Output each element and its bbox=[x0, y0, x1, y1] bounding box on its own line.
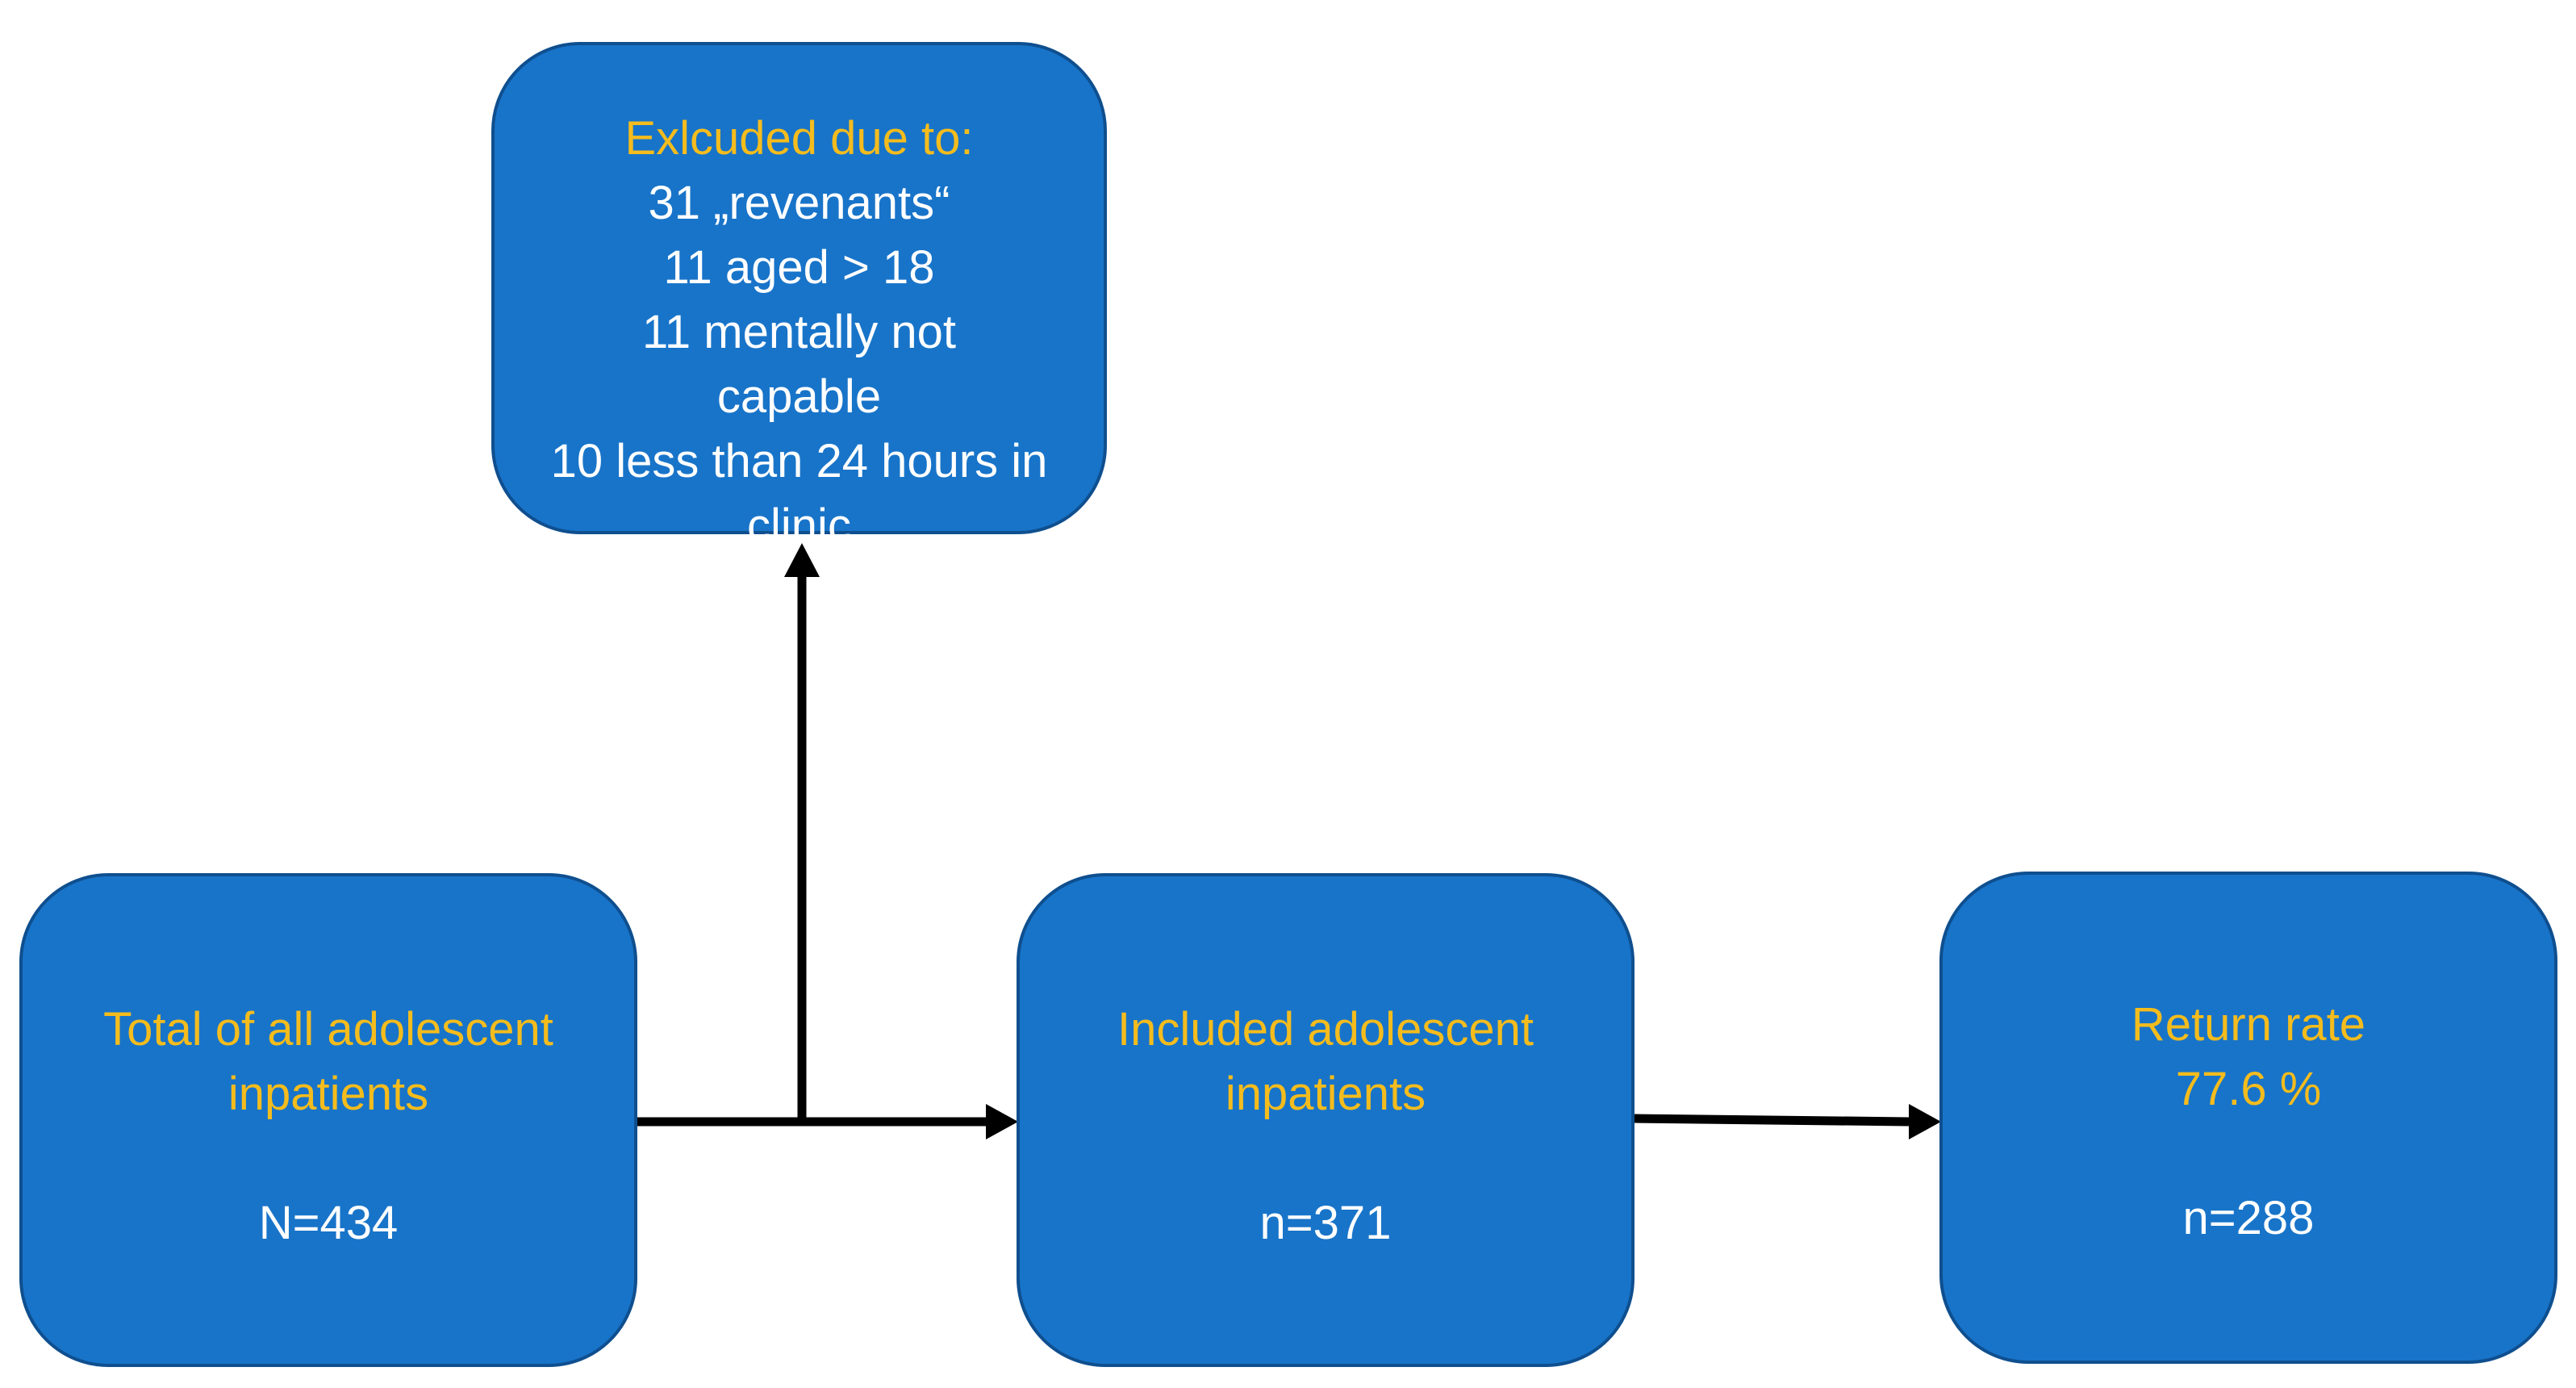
excluded-reason-duration-1: 10 less than 24 hours in bbox=[550, 435, 1048, 487]
total-inpatients-box: Total of all adolescent inpatients N=434 bbox=[19, 873, 637, 1367]
excluded-reason-mental-2: capable bbox=[716, 370, 882, 423]
excluded-reason-duration-2: clinic bbox=[747, 500, 851, 552]
included-title-line-1: Included adolescent bbox=[1117, 1003, 1534, 1056]
return-rate-value: 77.6 % bbox=[2175, 1063, 2322, 1115]
return-rate-box: Return rate 77.6 % n=288 bbox=[1939, 872, 2557, 1364]
included-inpatients-box: Included adolescent inpatients n=371 bbox=[1017, 873, 1635, 1367]
total-count: N=434 bbox=[258, 1197, 399, 1249]
excluded-reason-mental-1: 11 mentally not bbox=[641, 306, 957, 358]
excluded-reason-revenants: 31 „revenants“ bbox=[648, 177, 950, 229]
excluded-title: Exlcuded due to: bbox=[624, 112, 974, 165]
excluded-reason-age: 11 aged > 18 bbox=[663, 241, 935, 294]
total-title-line-2: inpatients bbox=[228, 1068, 429, 1120]
total-title-line-1: Total of all adolescent bbox=[103, 1003, 553, 1056]
arrowhead-to-return bbox=[1909, 1104, 1941, 1139]
return-title: Return rate bbox=[2131, 998, 2366, 1051]
included-count: n=371 bbox=[1259, 1197, 1392, 1249]
arrow-included-to-return bbox=[1634, 1114, 1910, 1127]
excluded-box: Exlcuded due to: 31 „revenants“ 11 aged … bbox=[491, 42, 1107, 552]
return-count: n=288 bbox=[2182, 1192, 2315, 1244]
arrowhead-to-included bbox=[986, 1104, 1018, 1139]
included-title-line-2: inpatients bbox=[1225, 1068, 1426, 1120]
